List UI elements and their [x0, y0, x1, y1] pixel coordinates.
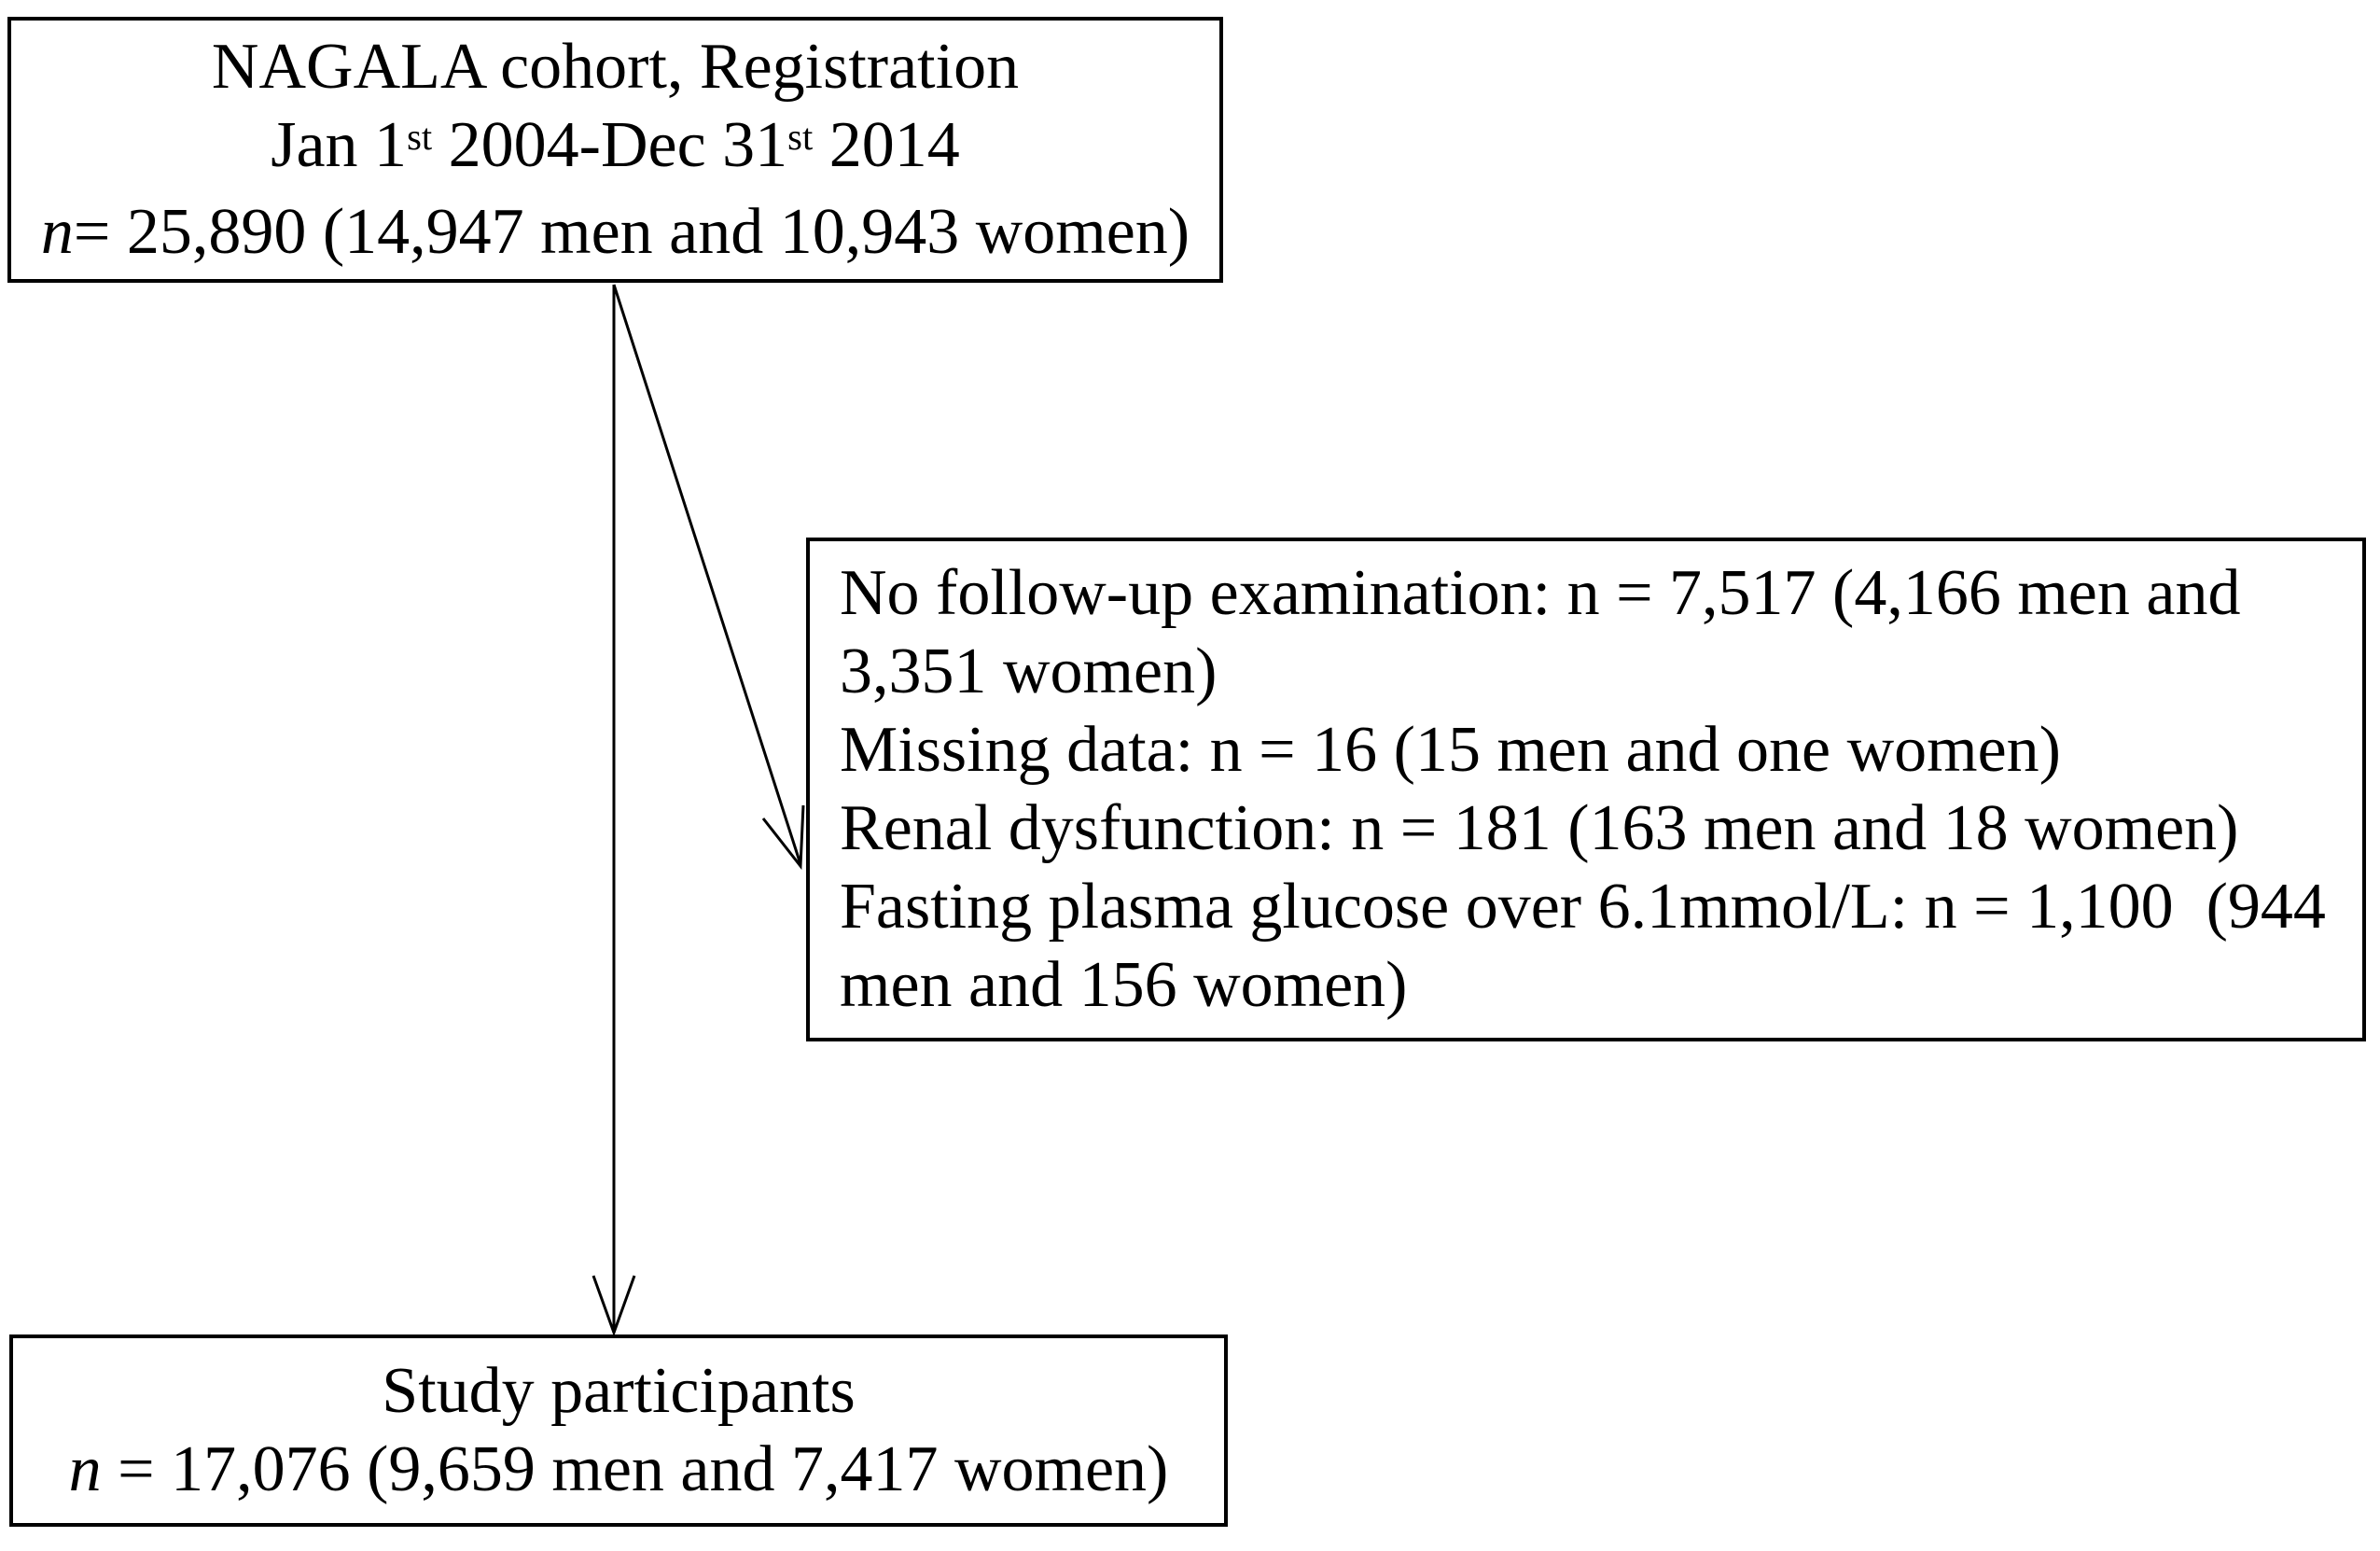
exclusion-line: 3,351 women)	[840, 636, 1218, 707]
n-symbol: n	[40, 196, 74, 268]
dates-superscript: st	[787, 115, 814, 158]
exclusion-line: No follow-up examination: n = 7,517 (4,1…	[840, 557, 2241, 629]
exclusion-line: Missing data: n = 16 (15 men and one wom…	[840, 714, 2061, 786]
registration-title: NAGALA cohort, Registration	[211, 31, 1020, 103]
participants-count: n = 17,076 (9,659 men and 7,417 women)	[13, 1431, 1224, 1509]
n-symbol: n	[68, 1433, 102, 1505]
registration-count: n= 25,890 (14,947 men and 10,943 women)	[11, 193, 1219, 272]
count-text: = 25,890 (14,947 men and 10,943 women)	[73, 196, 1190, 268]
count-text: = 17,076 (9,659 men and 7,417 women)	[101, 1433, 1169, 1505]
registration-dates: Jan 1st 2004-Dec 31st 2014	[11, 106, 1219, 193]
exclusion-line: Fasting plasma glucose over 6.1mmol/L: n…	[840, 871, 2326, 943]
arrow-to-participants	[592, 285, 636, 1337]
participants-box: Study participants n = 17,076 (9,659 men…	[9, 1334, 1228, 1527]
participants-title: Study participants	[382, 1355, 856, 1427]
registration-box: NAGALA cohort, Registration Jan 1st 2004…	[7, 17, 1223, 283]
exclusion-line: Renal dysfunction: n = 181 (163 men and …	[840, 792, 2239, 864]
dates-segment: Jan 1	[271, 109, 408, 181]
dates-segment: 2004-Dec 31	[432, 109, 788, 181]
dates-segment: 2014	[813, 109, 960, 181]
exclusion-box: No follow-up examination: n = 7,517 (4,1…	[806, 538, 2366, 1041]
arrow-to-exclusion	[612, 284, 805, 871]
exclusion-line: men and 156 women)	[840, 949, 1408, 1021]
dates-superscript: st	[407, 115, 433, 158]
